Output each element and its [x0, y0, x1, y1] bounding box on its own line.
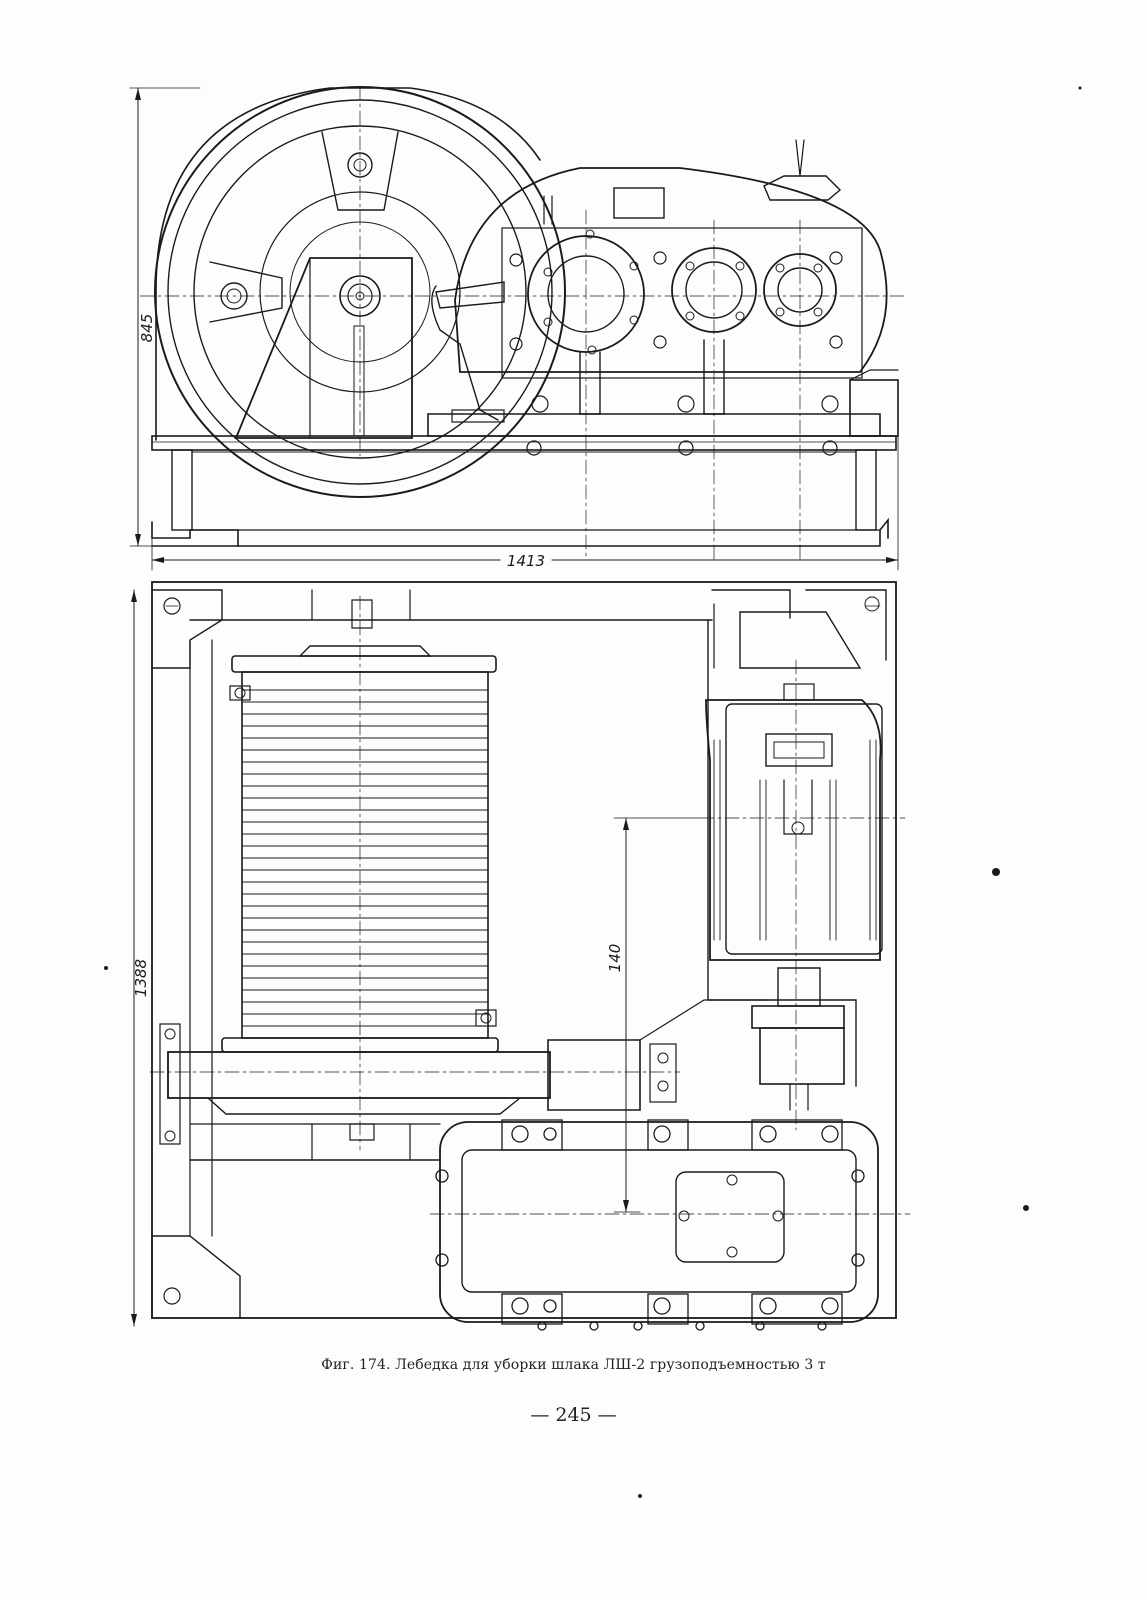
length-dimension-1413: 1413 [151, 399, 899, 571]
offset-dimension-140: 140 [606, 817, 701, 1213]
plan-center-lines [149, 595, 911, 1215]
corner-hole-top-right [864, 596, 880, 612]
cable-drum [159, 599, 677, 1145]
height-dimension-label: 845 [138, 314, 156, 343]
bearing-pedestal [234, 257, 413, 439]
height-dimension-845: 845 [129, 87, 201, 547]
gearbox-side [427, 139, 899, 456]
electric-motor [639, 611, 883, 1111]
length-dimension-label: 1413 [507, 552, 545, 570]
figure-caption: Фиг. 174. Лебедка для уборки шлака ЛШ-2 … [321, 1357, 826, 1373]
reducer-plan [435, 1119, 879, 1331]
plan-view: 1388 140 [131, 581, 911, 1331]
side-center-lines [139, 85, 906, 561]
side-view: 845 1413 [129, 85, 906, 571]
offset-dimension-label: 140 [606, 944, 624, 973]
hub-top [347, 152, 373, 178]
page-number: — 245 — [530, 1404, 617, 1426]
width-dimension-label: 1388 [132, 959, 150, 997]
page-specks [104, 86, 1082, 1498]
width-dimension-1388: 1388 [131, 589, 150, 1327]
base-frame [151, 435, 897, 547]
plan-frame [151, 581, 897, 1319]
